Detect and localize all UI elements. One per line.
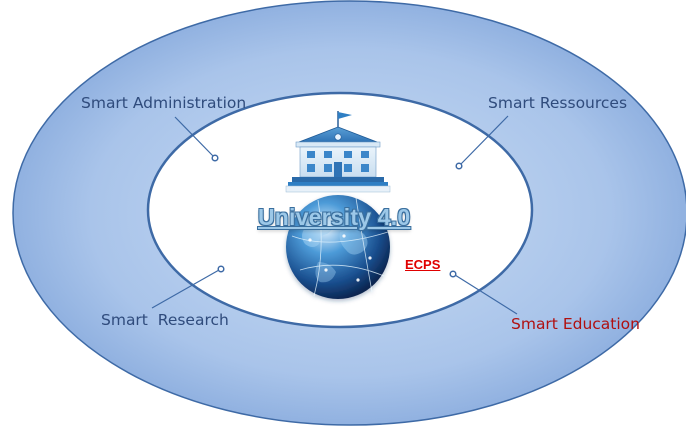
connector-education (454, 274, 518, 315)
connector-research (151, 269, 220, 309)
connector-administration (174, 116, 215, 158)
globe-icon (286, 195, 390, 299)
center-title: University 4.0 (258, 204, 411, 230)
connector-ressources (459, 115, 509, 166)
connector-dot-ressources (455, 162, 463, 170)
connectors (151, 115, 518, 315)
label-smart-ressources: Smart Ressources (488, 94, 628, 112)
label-smart-research: Smart Research (101, 311, 229, 329)
connector-dot-research (217, 265, 225, 273)
label-smart-education: Smart Education (511, 315, 640, 333)
university-building-icon (288, 111, 388, 186)
building-base-plate (285, 185, 391, 193)
connector-dot-education (449, 270, 457, 278)
connector-dot-administration (211, 154, 219, 162)
ecps-label: ECPS (405, 257, 441, 272)
label-smart-administration: Smart Administration (81, 94, 247, 112)
